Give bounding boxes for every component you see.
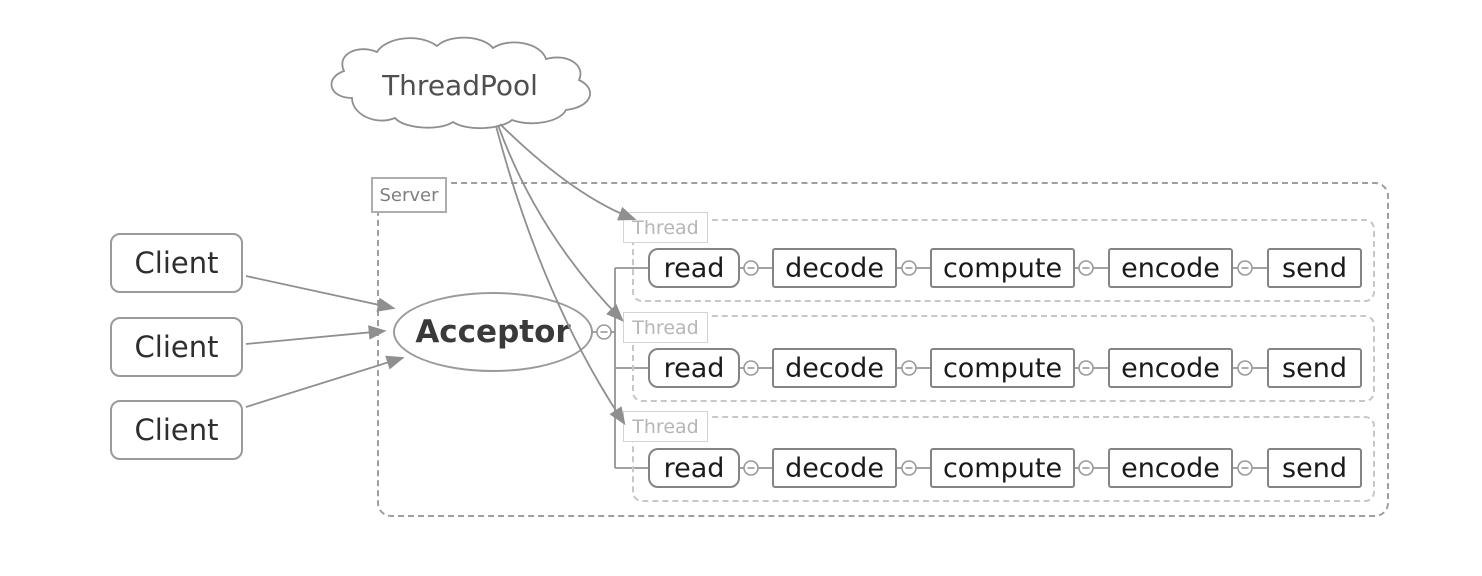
task-box-send: send	[1267, 348, 1362, 388]
task-box-encode: encode	[1108, 448, 1233, 488]
threadpool-node-label: ThreadPool	[382, 68, 538, 102]
task-box-send: send	[1267, 448, 1362, 488]
thread-group-frame	[632, 315, 1375, 402]
client-node: Client	[110, 317, 243, 377]
task-box-encode: encode	[1108, 348, 1233, 388]
thread-group-label: Thread	[623, 411, 708, 442]
task-box-compute: compute	[930, 348, 1075, 388]
task-box-read: read	[648, 248, 740, 288]
thread-group-label: Thread	[623, 212, 708, 243]
thread-group-frame	[632, 416, 1375, 502]
task-box-decode: decode	[772, 448, 897, 488]
server-group-frame	[377, 182, 1389, 517]
client-node: Client	[110, 400, 243, 460]
task-box-send: send	[1267, 248, 1362, 288]
task-box-compute: compute	[930, 248, 1075, 288]
client-node: Client	[110, 233, 243, 293]
task-box-decode: decode	[772, 348, 897, 388]
acceptor-node: Acceptor	[393, 292, 593, 372]
thread-group-label: Thread	[623, 312, 708, 343]
server-group-label: Server	[371, 177, 447, 213]
task-box-decode: decode	[772, 248, 897, 288]
task-box-encode: encode	[1108, 248, 1233, 288]
client-arrow	[245, 275, 396, 312]
task-box-read: read	[648, 348, 740, 388]
task-box-compute: compute	[930, 448, 1075, 488]
thread-group-frame	[632, 219, 1375, 302]
client-arrow	[245, 325, 387, 345]
task-box-read: read	[648, 448, 740, 488]
